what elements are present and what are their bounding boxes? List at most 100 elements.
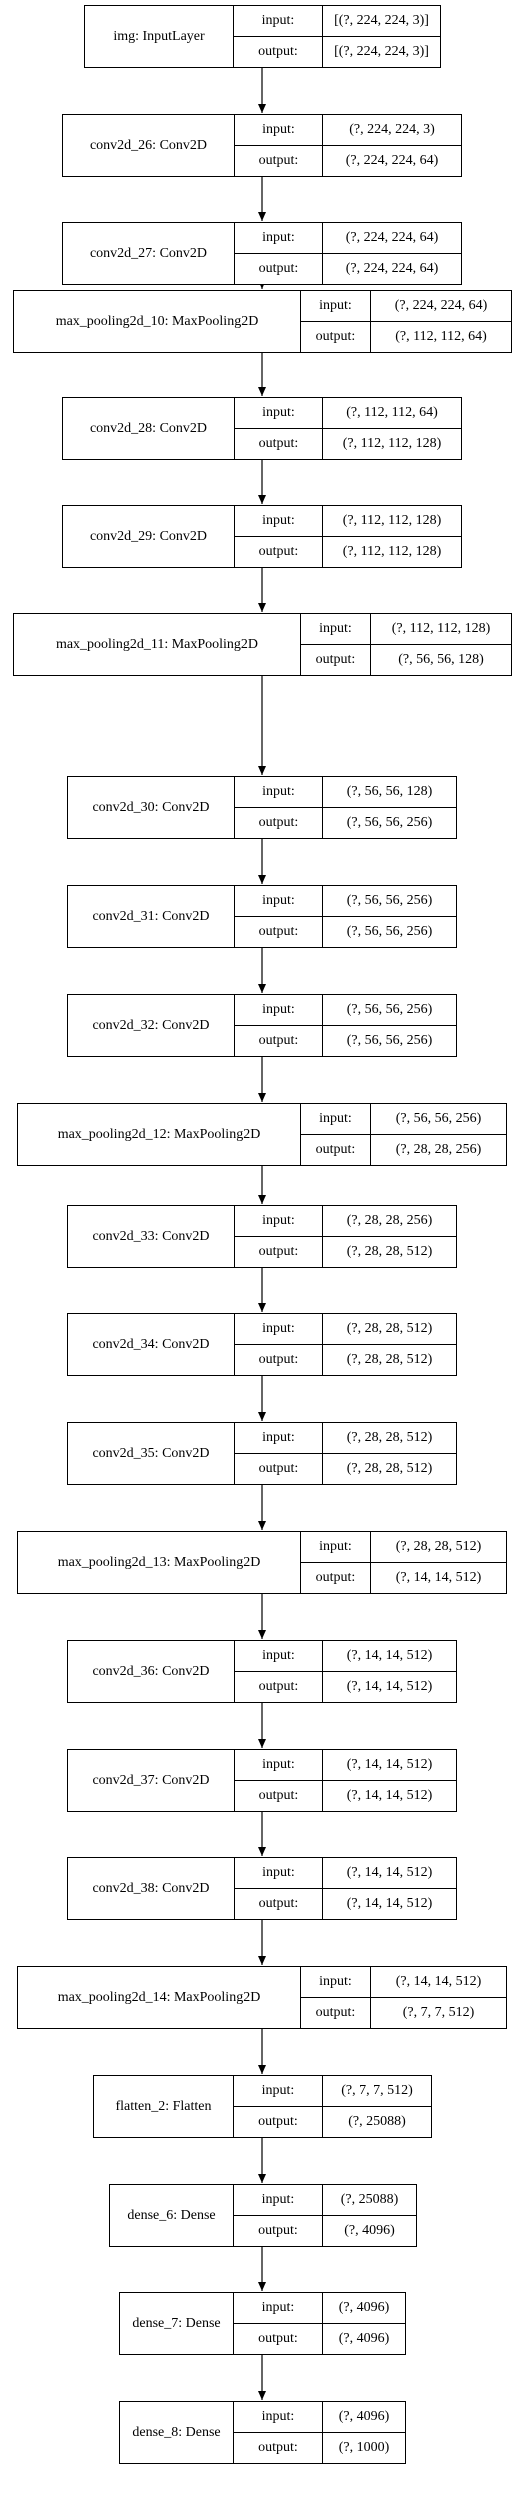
io-labels: input:output: bbox=[234, 2402, 323, 2463]
input-label: input: bbox=[301, 1104, 370, 1135]
io-shapes: (?, 224, 224, 3)(?, 224, 224, 64) bbox=[323, 115, 461, 176]
output-shape: (?, 112, 112, 64) bbox=[395, 329, 487, 344]
input-label: input: bbox=[234, 2293, 322, 2324]
io-shapes: (?, 224, 224, 64)(?, 112, 112, 64) bbox=[371, 291, 511, 352]
output-label: output: bbox=[258, 1461, 299, 1476]
output-shape: (?, 112, 112, 128) bbox=[342, 544, 442, 559]
io-shapes: (?, 56, 56, 256)(?, 56, 56, 256) bbox=[323, 995, 456, 1056]
output-shape: (?, 28, 28, 512) bbox=[346, 1352, 433, 1367]
input-shape: (?, 56, 56, 256) bbox=[371, 1104, 506, 1135]
input-label: input: bbox=[235, 223, 322, 254]
io-labels: input:output: bbox=[235, 1314, 323, 1375]
input-label: input: bbox=[301, 614, 370, 645]
io-shapes: (?, 28, 28, 512) (?, 14, 14, 512) bbox=[371, 1532, 506, 1593]
input-label: input: bbox=[235, 1206, 322, 1237]
io-shapes: (?, 14, 14, 512)(?, 14, 14, 512) bbox=[323, 1641, 456, 1702]
output-label: output: bbox=[258, 1788, 299, 1803]
output-shape: (?, 4096) bbox=[338, 2331, 390, 2346]
io-shapes: (?, 112, 112, 128)(?, 56, 56, 128) bbox=[371, 614, 511, 675]
output-shape: (?, 224, 224, 64) bbox=[345, 153, 439, 168]
input-label: input: bbox=[234, 6, 322, 37]
io-shapes: (?, 112, 112, 64)(?, 112, 112, 128) bbox=[323, 398, 461, 459]
io-labels: input:output: bbox=[301, 291, 371, 352]
output-label: output: bbox=[258, 2440, 298, 2455]
io-labels: input:output: bbox=[301, 1104, 371, 1165]
io-shapes: (?, 56, 56, 128)(?, 56, 56, 256) bbox=[323, 777, 456, 838]
layer-name: max_pooling2d_12: MaxPooling2D bbox=[18, 1104, 301, 1165]
layer-name: dense_7: Dense bbox=[120, 2293, 234, 2354]
output-label: output: bbox=[258, 815, 299, 830]
io-shapes: (?, 112, 112, 128) (?, 112, 112, 128) bbox=[323, 506, 461, 567]
input-label: input: bbox=[235, 1750, 322, 1781]
input-shape: (?, 28, 28, 512) bbox=[323, 1314, 456, 1345]
layer-name: flatten_2: Flatten bbox=[94, 2076, 234, 2137]
output-label: output: bbox=[258, 1352, 299, 1367]
output-label: output: bbox=[258, 2331, 298, 2346]
io-shapes: (?, 28, 28, 256) (?, 28, 28, 512) bbox=[323, 1206, 456, 1267]
layer-name: max_pooling2d_11: MaxPooling2D bbox=[14, 614, 301, 675]
output-shape: (?, 56, 56, 256) bbox=[346, 924, 433, 939]
io-shapes: (?, 25088)(?, 4096) bbox=[323, 2185, 416, 2246]
layer-name: dense_8: Dense bbox=[120, 2402, 234, 2463]
output-shape: (?, 224, 224, 64) bbox=[345, 261, 439, 276]
input-shape: (?, 28, 28, 512) bbox=[371, 1532, 506, 1563]
io-shapes: (?, 14, 14, 512)(?, 7, 7, 512) bbox=[371, 1967, 506, 2028]
output-shape: (?, 25088) bbox=[348, 2114, 406, 2129]
input-shape: (?, 4096) bbox=[323, 2293, 405, 2324]
io-shapes: (?, 14, 14, 512)(?, 14, 14, 512) bbox=[323, 1858, 456, 1919]
input-label: input: bbox=[235, 506, 322, 537]
io-shapes: (?, 7, 7, 512)(?, 25088) bbox=[323, 2076, 431, 2137]
layer-name: conv2d_32: Conv2D bbox=[68, 995, 235, 1056]
io-labels: input:output: bbox=[235, 223, 323, 284]
layer-name: conv2d_37: Conv2D bbox=[68, 1750, 235, 1811]
input-shape: (?, 25088) bbox=[323, 2185, 416, 2216]
io-labels: input:output: bbox=[235, 1641, 323, 1702]
io-labels: input: output: bbox=[234, 2293, 323, 2354]
input-label: input: bbox=[235, 995, 322, 1026]
output-shape: (?, 14, 14, 512) bbox=[346, 1679, 433, 1694]
input-shape: (?, 28, 28, 256) bbox=[323, 1206, 456, 1237]
output-label: output: bbox=[258, 2114, 298, 2129]
input-label: input: bbox=[301, 1967, 370, 1998]
io-labels: input:output: bbox=[234, 2076, 323, 2137]
layer-name: conv2d_31: Conv2D bbox=[68, 886, 235, 947]
layer-name: max_pooling2d_10: MaxPooling2D bbox=[14, 291, 301, 352]
output-label: output: bbox=[258, 1244, 299, 1259]
io-labels: input:output: bbox=[235, 398, 323, 459]
io-labels: input:output: bbox=[235, 777, 323, 838]
output-shape: (?, 1000) bbox=[338, 2440, 390, 2455]
io-shapes: (?, 28, 28, 512)(?, 28, 28, 512) bbox=[323, 1423, 456, 1484]
input-shape: (?, 112, 112, 128) bbox=[371, 614, 511, 645]
layer-name: conv2d_35: Conv2D bbox=[68, 1423, 235, 1484]
output-label: output: bbox=[315, 652, 356, 667]
input-shape: (?, 14, 14, 512) bbox=[371, 1967, 506, 1998]
output-shape: (?, 28, 28, 256) bbox=[395, 1142, 482, 1157]
layer-name: conv2d_36: Conv2D bbox=[68, 1641, 235, 1702]
io-shapes: (?, 28, 28, 512) (?, 28, 28, 512) bbox=[323, 1314, 456, 1375]
output-label: output: bbox=[258, 153, 299, 168]
output-shape: (?, 56, 56, 256) bbox=[346, 815, 433, 830]
output-label: output: bbox=[258, 436, 299, 451]
output-label: output: bbox=[258, 924, 299, 939]
output-shape: (?, 14, 14, 512) bbox=[395, 1570, 482, 1585]
input-label: input: bbox=[301, 291, 370, 322]
io-labels: input: output: bbox=[235, 1423, 323, 1484]
input-shape: (?, 112, 112, 128) bbox=[323, 506, 461, 537]
output-shape: (?, 14, 14, 512) bbox=[346, 1788, 433, 1803]
input-label: input: bbox=[235, 1423, 322, 1454]
output-shape: [(?, 224, 224, 3)] bbox=[334, 44, 429, 59]
input-label: input: bbox=[235, 1858, 322, 1889]
output-shape: (?, 28, 28, 512) bbox=[346, 1244, 433, 1259]
output-label: output: bbox=[258, 1679, 299, 1694]
